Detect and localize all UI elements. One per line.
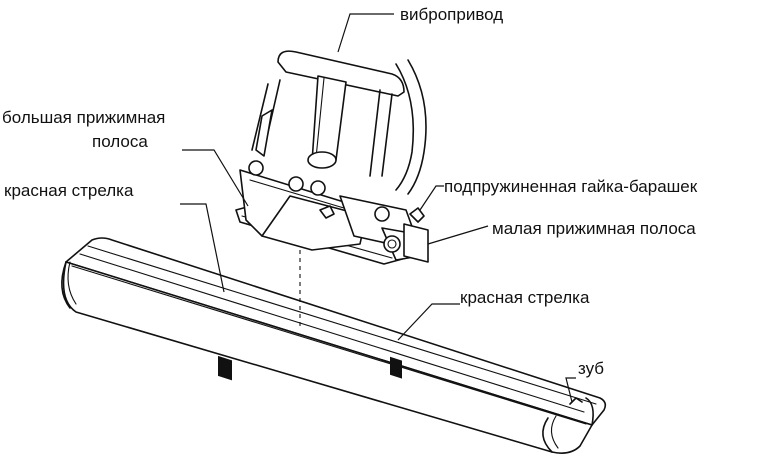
label-large-clamp-line2: полоса <box>92 132 148 151</box>
red-arrow-mark-right <box>390 356 402 379</box>
label-large-clamp-line1: большая прижимная <box>2 108 165 127</box>
blade <box>61 237 607 454</box>
label-vibrodrive: вибропривод <box>400 5 503 24</box>
label-tooth: зуб <box>578 359 604 378</box>
clamp-frame <box>235 160 429 265</box>
vibrodrive <box>251 50 427 195</box>
label-red-arrow-left: красная стрелка <box>4 181 134 200</box>
label-small-clamp: малая прижимная полоса <box>492 219 696 238</box>
label-red-arrow-right: красная стрелка <box>460 288 590 307</box>
red-arrow-mark-left <box>218 355 232 381</box>
leader-lines <box>180 13 576 403</box>
label-spring-wing-nut: подпружиненная гайка-барашек <box>444 177 698 196</box>
